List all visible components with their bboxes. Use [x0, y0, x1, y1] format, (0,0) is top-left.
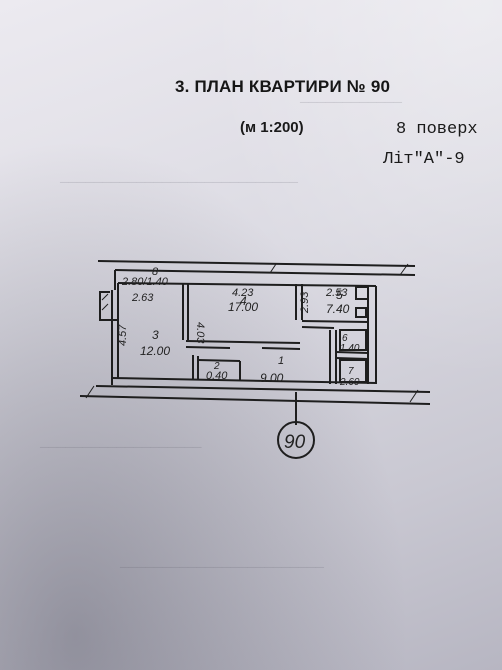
plan-title: 3. ПЛАН КВАРТИРИ № 90: [175, 77, 391, 96]
bleed-through-text: ────────────: [300, 95, 403, 109]
wall-line: [185, 346, 231, 349]
wall-hatch: [101, 293, 109, 301]
room-1-area: 9.00: [260, 371, 284, 385]
room-4-number: 4: [240, 294, 247, 308]
floor-label: 8 поверх: [396, 120, 478, 139]
wall-line: [185, 340, 301, 344]
wall-line: [197, 359, 241, 362]
room-7-area: 2.60: [339, 377, 360, 388]
wall-line: [114, 269, 416, 276]
wall-hatch: [85, 385, 95, 399]
room-3-area: 12.00: [140, 344, 170, 358]
room-6-number: 6: [342, 333, 348, 344]
room-7-number: 7: [348, 366, 354, 377]
wall-hatch: [409, 389, 419, 403]
wall-line: [117, 282, 377, 287]
wall-line: [301, 326, 335, 329]
room-5-dim-top: 2.53: [325, 287, 348, 299]
wall-hatch: [101, 303, 109, 311]
bleed-through-text: ───────────────────: [40, 440, 202, 454]
bleed-through-text: ────────────────────────: [120, 560, 325, 574]
room-2-area: 0.40: [206, 370, 228, 382]
wall-hatch: [399, 263, 409, 276]
wall-line: [301, 320, 369, 323]
wall-line: [335, 351, 369, 354]
plan-scale: (м 1:200): [240, 119, 304, 136]
bleed-through-text: ────────────────────────────: [60, 175, 299, 189]
stove-icon: [355, 286, 369, 300]
room-1-number: 1: [278, 355, 284, 367]
wall-line: [79, 395, 431, 405]
balcony-outline: [99, 291, 118, 321]
room-8-dimension: 2.80/1.40: [121, 276, 169, 288]
room-5-area: 7.40: [326, 302, 350, 316]
room-3-number: 3: [152, 328, 159, 342]
wall-line: [97, 260, 416, 267]
wall-hatch: [269, 263, 277, 274]
room-4-dim-top: 4.23: [232, 287, 254, 299]
sink-icon: [355, 307, 367, 318]
room-3-dim-top: 2.63: [131, 292, 154, 304]
room-2-number: 2: [213, 361, 220, 372]
wall-line: [95, 385, 431, 393]
wall-line: [335, 357, 369, 360]
bathtub-icon: [339, 359, 367, 383]
room-5-number: 5: [336, 288, 343, 302]
room-4-area: 17.00: [228, 300, 258, 314]
room-8-number: 8: [152, 266, 159, 278]
wall-line: [261, 347, 301, 350]
wall-line: [111, 377, 377, 384]
apartment-number: 90: [284, 432, 306, 453]
room-4-dim-side: 4.03: [194, 322, 206, 344]
toilet-icon: [339, 329, 367, 351]
building-letter: Літ"А"-9: [383, 150, 465, 169]
apartment-circle: [277, 421, 315, 459]
room-6-area: 1.40: [340, 343, 360, 354]
room-5-dim-side: 2.93: [299, 291, 311, 314]
room-3-dim-side: 4.57: [117, 324, 129, 346]
